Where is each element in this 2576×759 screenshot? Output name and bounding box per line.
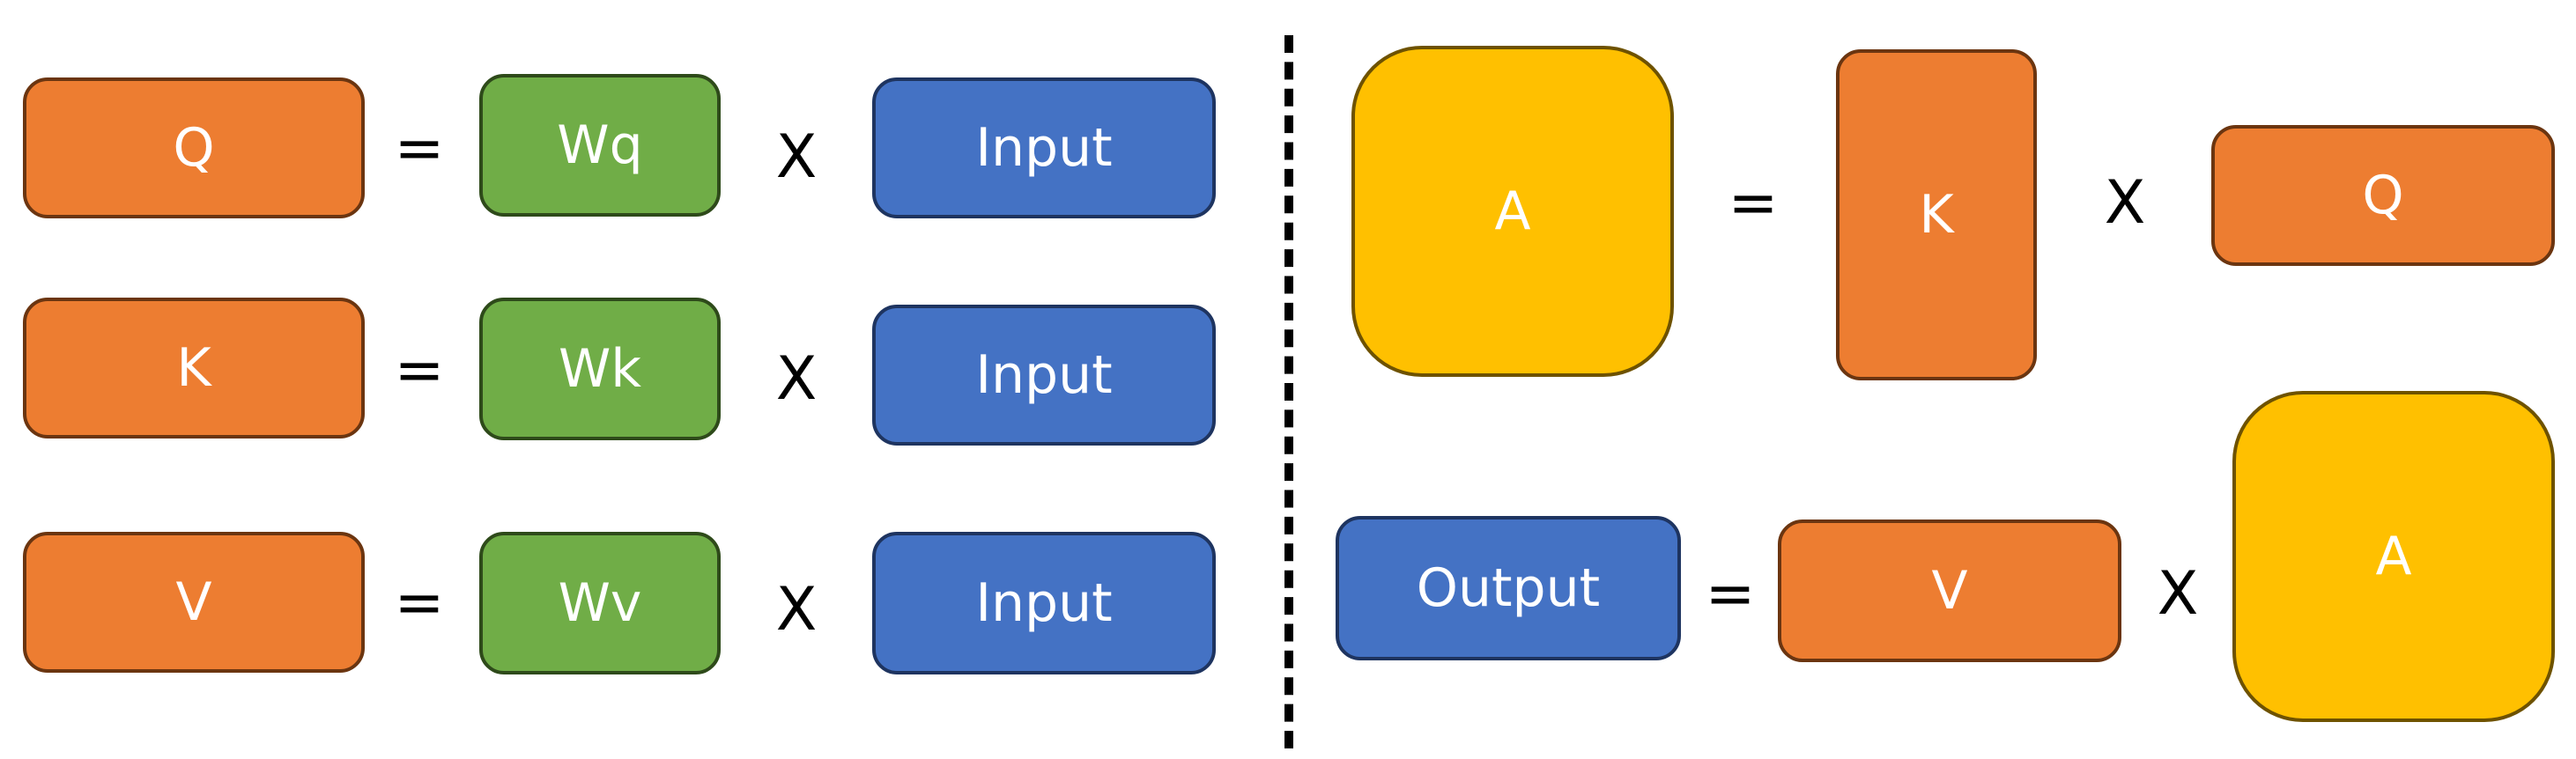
equals-sign: =: [394, 567, 445, 637]
multiply-sign: X: [2157, 558, 2199, 629]
dashed-divider: [1284, 35, 1293, 748]
v-box: V: [23, 532, 365, 673]
equals-sign: =: [1705, 558, 1756, 629]
multiply-sign: X: [775, 343, 818, 414]
input-box: Input: [872, 305, 1216, 446]
multiply-sign: X: [775, 574, 818, 645]
multiply-sign: X: [2104, 167, 2146, 238]
a-box: A: [2232, 391, 2555, 722]
v-box: V: [1778, 520, 2121, 662]
wv-box: Wv: [479, 532, 721, 674]
equals-sign: =: [1728, 167, 1779, 238]
q-box: Q: [23, 77, 365, 218]
a-box: A: [1351, 46, 1674, 377]
wk-box: Wk: [479, 298, 721, 440]
equals-sign: =: [394, 113, 445, 183]
output-box: Output: [1336, 516, 1681, 660]
input-box: Input: [872, 532, 1216, 674]
equals-sign: =: [394, 335, 445, 405]
k-box: K: [1836, 49, 2037, 380]
k-box: K: [23, 298, 365, 438]
q-box: Q: [2211, 125, 2555, 266]
multiply-sign: X: [775, 122, 818, 192]
wq-box: Wq: [479, 74, 721, 217]
input-box: Input: [872, 77, 1216, 218]
